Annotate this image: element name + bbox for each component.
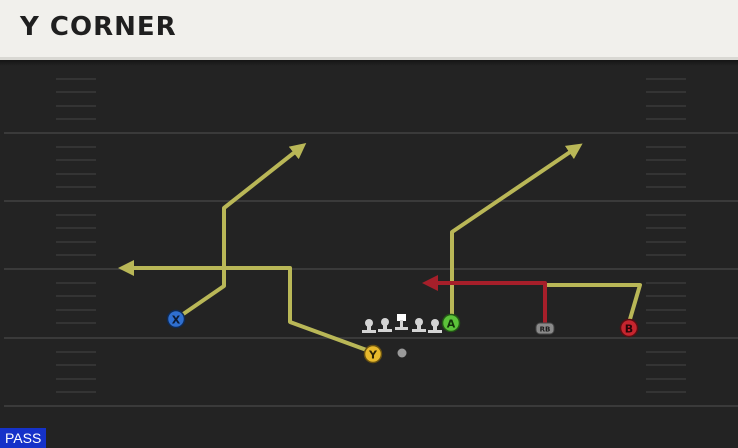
player-b[interactable]: B <box>619 318 639 338</box>
route-x <box>174 143 307 321</box>
offensive-line <box>362 314 442 333</box>
player-a[interactable]: A <box>441 313 461 333</box>
lineman-icon <box>428 319 442 333</box>
lineman-icon <box>362 319 376 333</box>
player-label: B <box>625 323 633 336</box>
yard-lines <box>4 132 738 407</box>
player-y[interactable]: Y <box>363 344 383 364</box>
play-header: Y CORNER <box>0 0 738 60</box>
play-type-badge: PASS <box>0 428 47 448</box>
hash-marks <box>56 78 686 393</box>
route-b <box>543 283 642 328</box>
player-label: A <box>447 318 456 331</box>
route-a <box>450 143 583 324</box>
quarterback-marker <box>397 348 407 358</box>
lineman-icon <box>412 318 426 332</box>
player-rb[interactable]: RB <box>535 322 555 335</box>
player-label: Y <box>368 349 378 362</box>
header-divider <box>0 60 738 66</box>
player-label: X <box>172 314 181 327</box>
player-label: RB <box>540 326 551 334</box>
play-field: X Y A B RB <box>4 78 738 407</box>
play-title: Y CORNER <box>20 12 177 42</box>
route-y <box>118 260 374 354</box>
lineman-icon <box>378 318 392 332</box>
route-rb <box>422 275 547 330</box>
center-icon <box>395 314 408 330</box>
player-x[interactable]: X <box>166 309 186 329</box>
